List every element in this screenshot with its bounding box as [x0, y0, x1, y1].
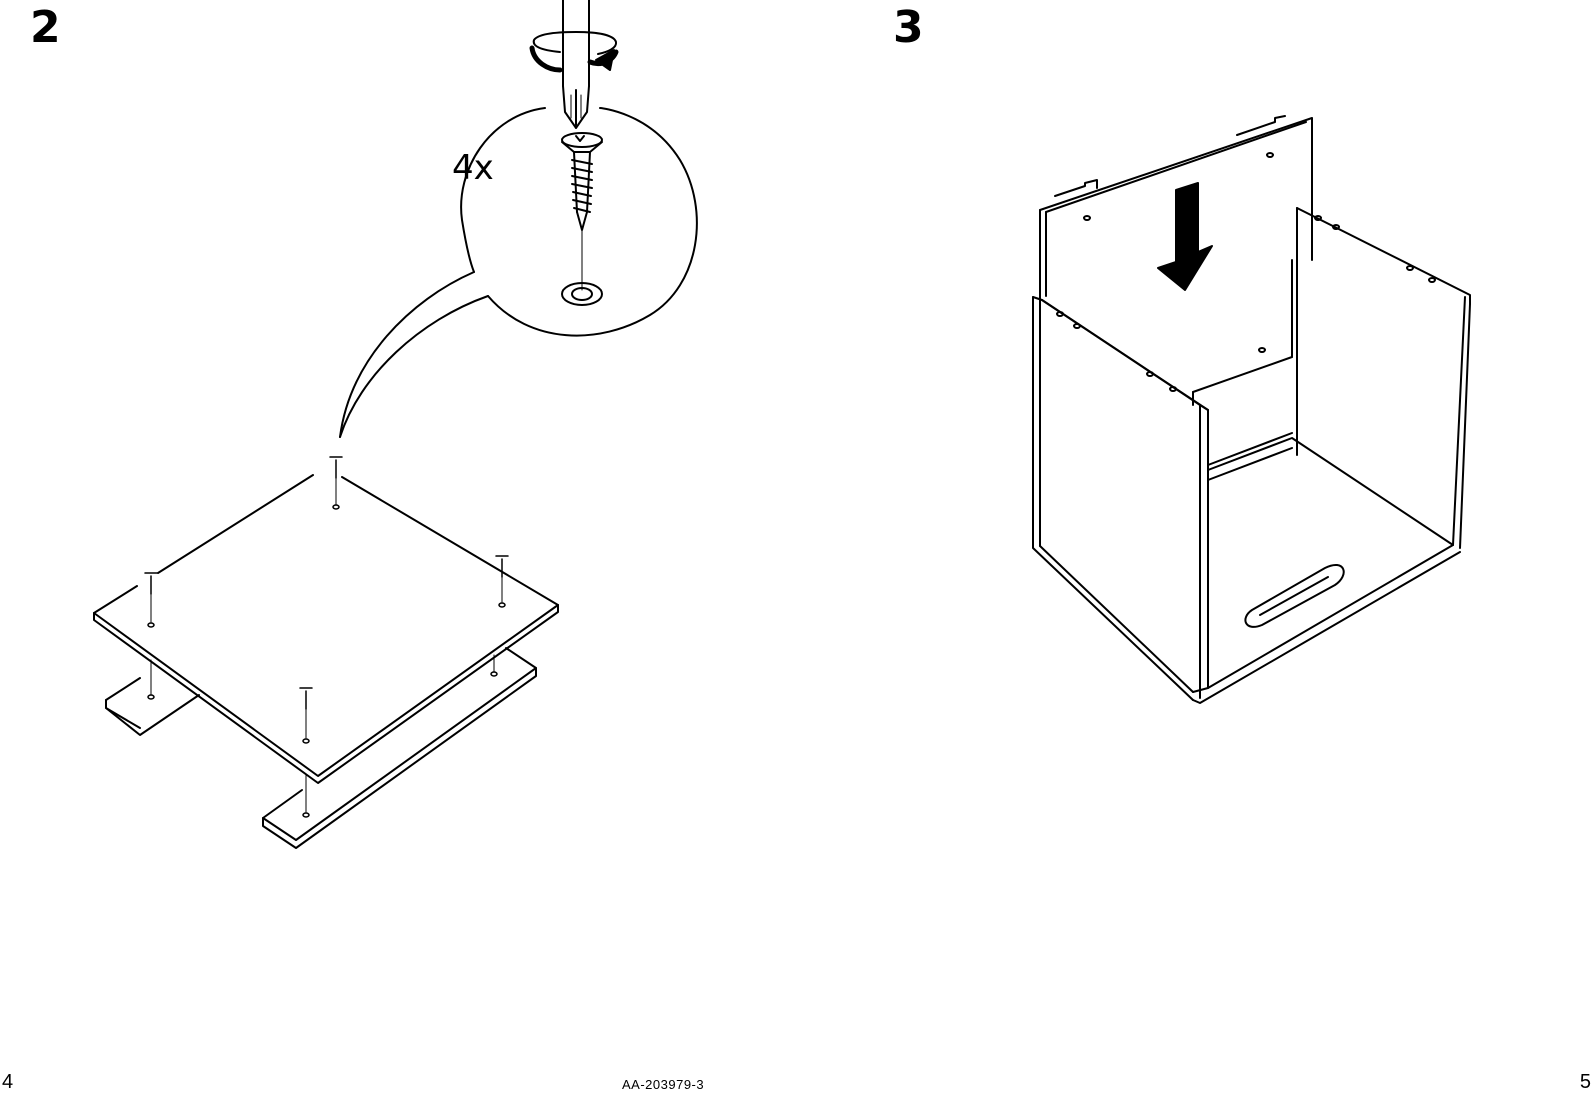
- side-panel-left: [1033, 297, 1208, 700]
- side-panel-right: [1297, 208, 1470, 548]
- page-number-left: 4: [2, 1072, 13, 1092]
- bottom-panel: [1040, 357, 1460, 703]
- page-number-right: 5: [1580, 1072, 1591, 1092]
- document-code: AA-203979-3: [622, 1077, 704, 1092]
- down-arrow-icon: [1158, 183, 1212, 290]
- step-3-illustration: [0, 0, 1593, 900]
